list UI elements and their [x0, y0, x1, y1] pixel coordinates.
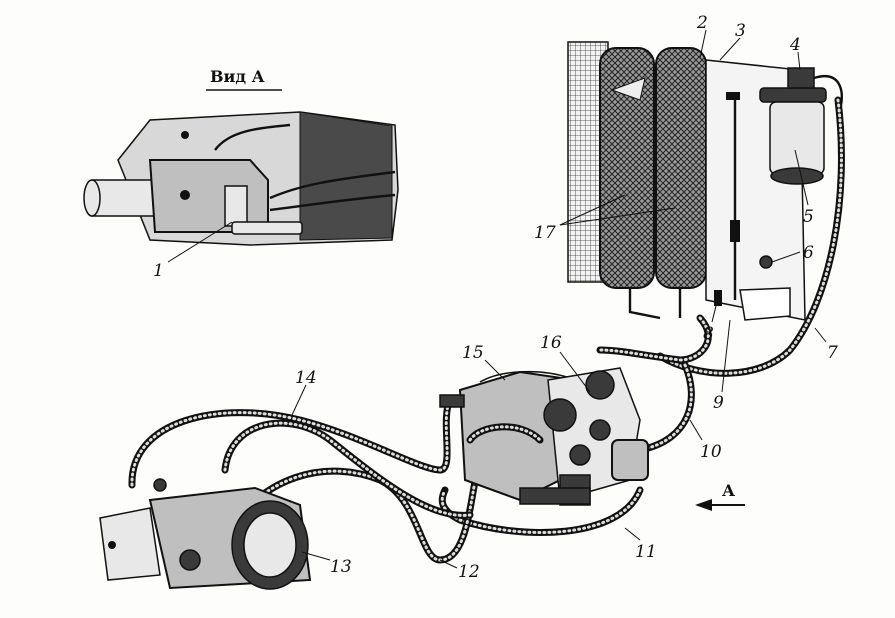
- filter-cap-4: [787, 67, 815, 89]
- label-1: 1: [153, 261, 164, 281]
- label-16: 16: [540, 333, 562, 353]
- hose-14: [128, 396, 454, 489]
- leader-1: [167, 221, 233, 263]
- leader-2: [699, 29, 707, 59]
- inset-pipe-top: [214, 123, 291, 151]
- mounting-plate: [739, 287, 791, 321]
- arrow-label: А: [722, 481, 735, 500]
- filter-bottom: [770, 167, 824, 185]
- view-a-title: Вид А: [210, 67, 265, 86]
- tank-15-top: [479, 370, 571, 383]
- tank-fitting: [439, 394, 465, 408]
- direction-arrow-a: А: [695, 481, 745, 511]
- leader-10: [689, 419, 703, 441]
- leader-11: [624, 527, 641, 541]
- pump-end-cover: [99, 507, 161, 581]
- label-6: 6: [803, 243, 814, 263]
- label-5: 5: [803, 207, 814, 227]
- valve-mount: [519, 487, 591, 505]
- label-12: 12: [458, 562, 480, 582]
- arrow-head: [695, 499, 712, 511]
- radiator-pipe-cap: [726, 92, 740, 100]
- label-10: 10: [700, 442, 722, 462]
- inset-shadow-panel: [299, 111, 393, 241]
- filter-bowl: [769, 101, 825, 175]
- label-9: 9: [713, 393, 724, 413]
- distributor-assembly: [439, 367, 649, 506]
- hose-10: [636, 361, 695, 454]
- leader-13: [301, 551, 331, 561]
- label-13: 13: [330, 557, 352, 577]
- inset-clamp-bar: [231, 221, 303, 235]
- label-15: 15: [462, 343, 484, 363]
- valve-port-a: [543, 398, 577, 432]
- leader-17b: [559, 207, 676, 226]
- leader-6: [771, 251, 801, 263]
- leader-4: [797, 51, 801, 71]
- inset-bracket: [224, 185, 248, 227]
- callout-labels: 2 3 4 5 6 7 8 9 10 11 12 13 14 15 16 17: [291, 13, 838, 582]
- plug-6: [759, 255, 773, 269]
- label-2: 2: [696, 13, 708, 33]
- valve-side: [611, 439, 649, 481]
- leader-5: [794, 149, 809, 206]
- label-7: 7: [827, 343, 838, 363]
- leader-16: [559, 351, 591, 393]
- radiator-pipe-joint: [730, 220, 740, 242]
- radiator-core-left: [599, 47, 655, 289]
- radiator-highlight: [610, 77, 646, 101]
- pump-bolt: [108, 541, 116, 549]
- inset-housing: [148, 159, 269, 233]
- hose-lines: [128, 96, 845, 564]
- hose-9: [596, 314, 712, 364]
- view-a-inset: Вид А 1: [83, 67, 399, 281]
- leader-17a: [559, 194, 626, 226]
- label-8: 8: [703, 324, 714, 344]
- valve-top-cap: [585, 370, 615, 400]
- filter-head: [759, 87, 827, 103]
- label-3: 3: [735, 21, 746, 41]
- valve-port-b: [589, 419, 611, 441]
- leader-12: [439, 559, 458, 569]
- valve-port-c: [569, 444, 591, 466]
- leader-7: [814, 327, 827, 343]
- pump-flange-inner: [243, 512, 297, 578]
- pump-fitting-top: [153, 478, 167, 492]
- leader-14: [291, 384, 307, 416]
- radiator-drain-8: [714, 290, 722, 306]
- inset-bolt: [180, 190, 190, 200]
- label-17: 17: [534, 223, 556, 243]
- oil-filter-assembly: [759, 67, 843, 185]
- radiator-core-right: [655, 47, 707, 289]
- inset-shaft-end: [83, 179, 101, 217]
- label-14: 14: [295, 368, 317, 388]
- leader-15: [484, 359, 506, 381]
- radiator-assembly: [567, 41, 806, 321]
- pump-port: [179, 549, 201, 571]
- leader-9: [721, 319, 731, 393]
- leader-3: [719, 37, 741, 61]
- label-4: 4: [789, 35, 801, 55]
- inset-pipe-lower: [269, 193, 396, 212]
- leader-8: [711, 305, 717, 323]
- label-11: 11: [635, 542, 657, 562]
- pump-assembly: [99, 478, 312, 590]
- inset-pipe-upper: [269, 170, 396, 200]
- radiator-outlet-left: [628, 288, 661, 320]
- inset-bolt-top: [181, 131, 189, 139]
